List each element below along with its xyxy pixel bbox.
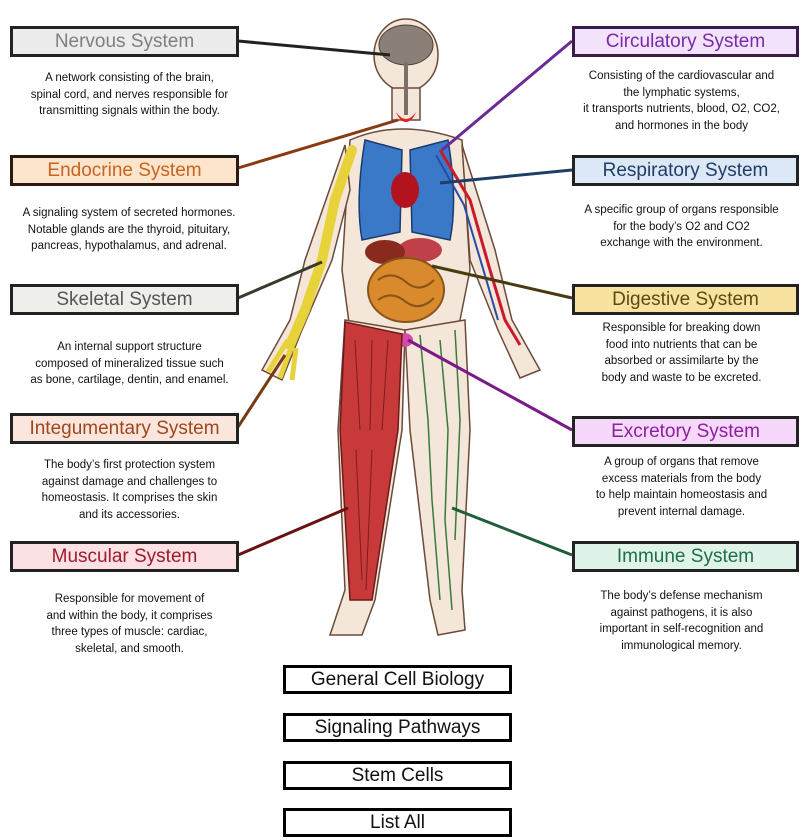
- connector-respiratory: [439, 168, 573, 185]
- connector-integumentary: [236, 354, 287, 428]
- integumentary-system-description: The body’s first protection system again…: [41, 459, 218, 521]
- general-cell-biology-button[interactable]: General Cell Biology: [283, 665, 512, 694]
- connector-muscular: [237, 506, 349, 557]
- signaling-pathways-button[interactable]: Signaling Pathways: [283, 713, 512, 742]
- muscle-leg: [339, 321, 403, 601]
- lungs: [358, 139, 455, 241]
- endocrine-system-label[interactable]: Endocrine System: [10, 155, 239, 186]
- endocrine-system-description: A signaling system of secreted hormones.…: [22, 207, 236, 252]
- connector-nervous: [237, 39, 391, 57]
- nervous-system-description: A network consisting of the brain, spina…: [30, 72, 229, 117]
- blood-vessels-arm: [438, 149, 522, 346]
- stem-cells-button[interactable]: Stem Cells: [283, 761, 512, 790]
- blood-vessels-arm-2: [435, 154, 499, 321]
- muscular-system-label[interactable]: Muscular System: [10, 541, 239, 572]
- thyroid: [396, 112, 416, 122]
- connector-digestive: [431, 264, 573, 300]
- intestine-folds: [377, 274, 435, 308]
- integumentary-system-label[interactable]: Integumentary System: [10, 413, 239, 444]
- circulatory-system-description: Consisting of the cardiovascular and the…: [583, 70, 780, 132]
- respiratory-system-label[interactable]: Respiratory System: [572, 155, 799, 186]
- digestive-system-label[interactable]: Digestive System: [572, 284, 799, 315]
- excretory-system-description: A group of organs that remove excess mat…: [595, 456, 768, 518]
- skeleton-hand: [265, 338, 299, 381]
- excretory-system-label[interactable]: Excretory System: [572, 416, 799, 447]
- connector-skeletal: [237, 260, 323, 300]
- list-all-button[interactable]: List All: [283, 808, 512, 837]
- nervous-system-label[interactable]: Nervous System: [10, 26, 239, 57]
- skeletal-system-description: An internal support structure composed o…: [30, 341, 229, 386]
- skeletal-system-label[interactable]: Skeletal System: [10, 284, 239, 315]
- heart: [391, 172, 419, 208]
- muscular-system-description: Responsible for movement of and within t…: [46, 593, 213, 655]
- skeleton-arm: [285, 145, 357, 350]
- circulatory-system-label[interactable]: Circulatory System: [572, 26, 799, 57]
- connector-endocrine: [237, 118, 399, 170]
- stomach: [398, 238, 442, 262]
- muscle-striations: [354, 339, 389, 591]
- respiratory-system-description: A specific group of organs responsible f…: [584, 204, 779, 249]
- lymphatic-leg: [419, 329, 461, 611]
- digestive-system-description: Responsible for breaking down food into …: [601, 322, 762, 384]
- connector-excretory: [407, 338, 573, 432]
- connector-circulatory: [441, 39, 573, 152]
- immune-system-label[interactable]: Immune System: [572, 541, 799, 572]
- liver: [365, 240, 405, 264]
- immune-system-description: The body’s defense mechanism against pat…: [599, 590, 764, 652]
- intestines: [367, 257, 445, 323]
- connector-immune: [451, 506, 573, 557]
